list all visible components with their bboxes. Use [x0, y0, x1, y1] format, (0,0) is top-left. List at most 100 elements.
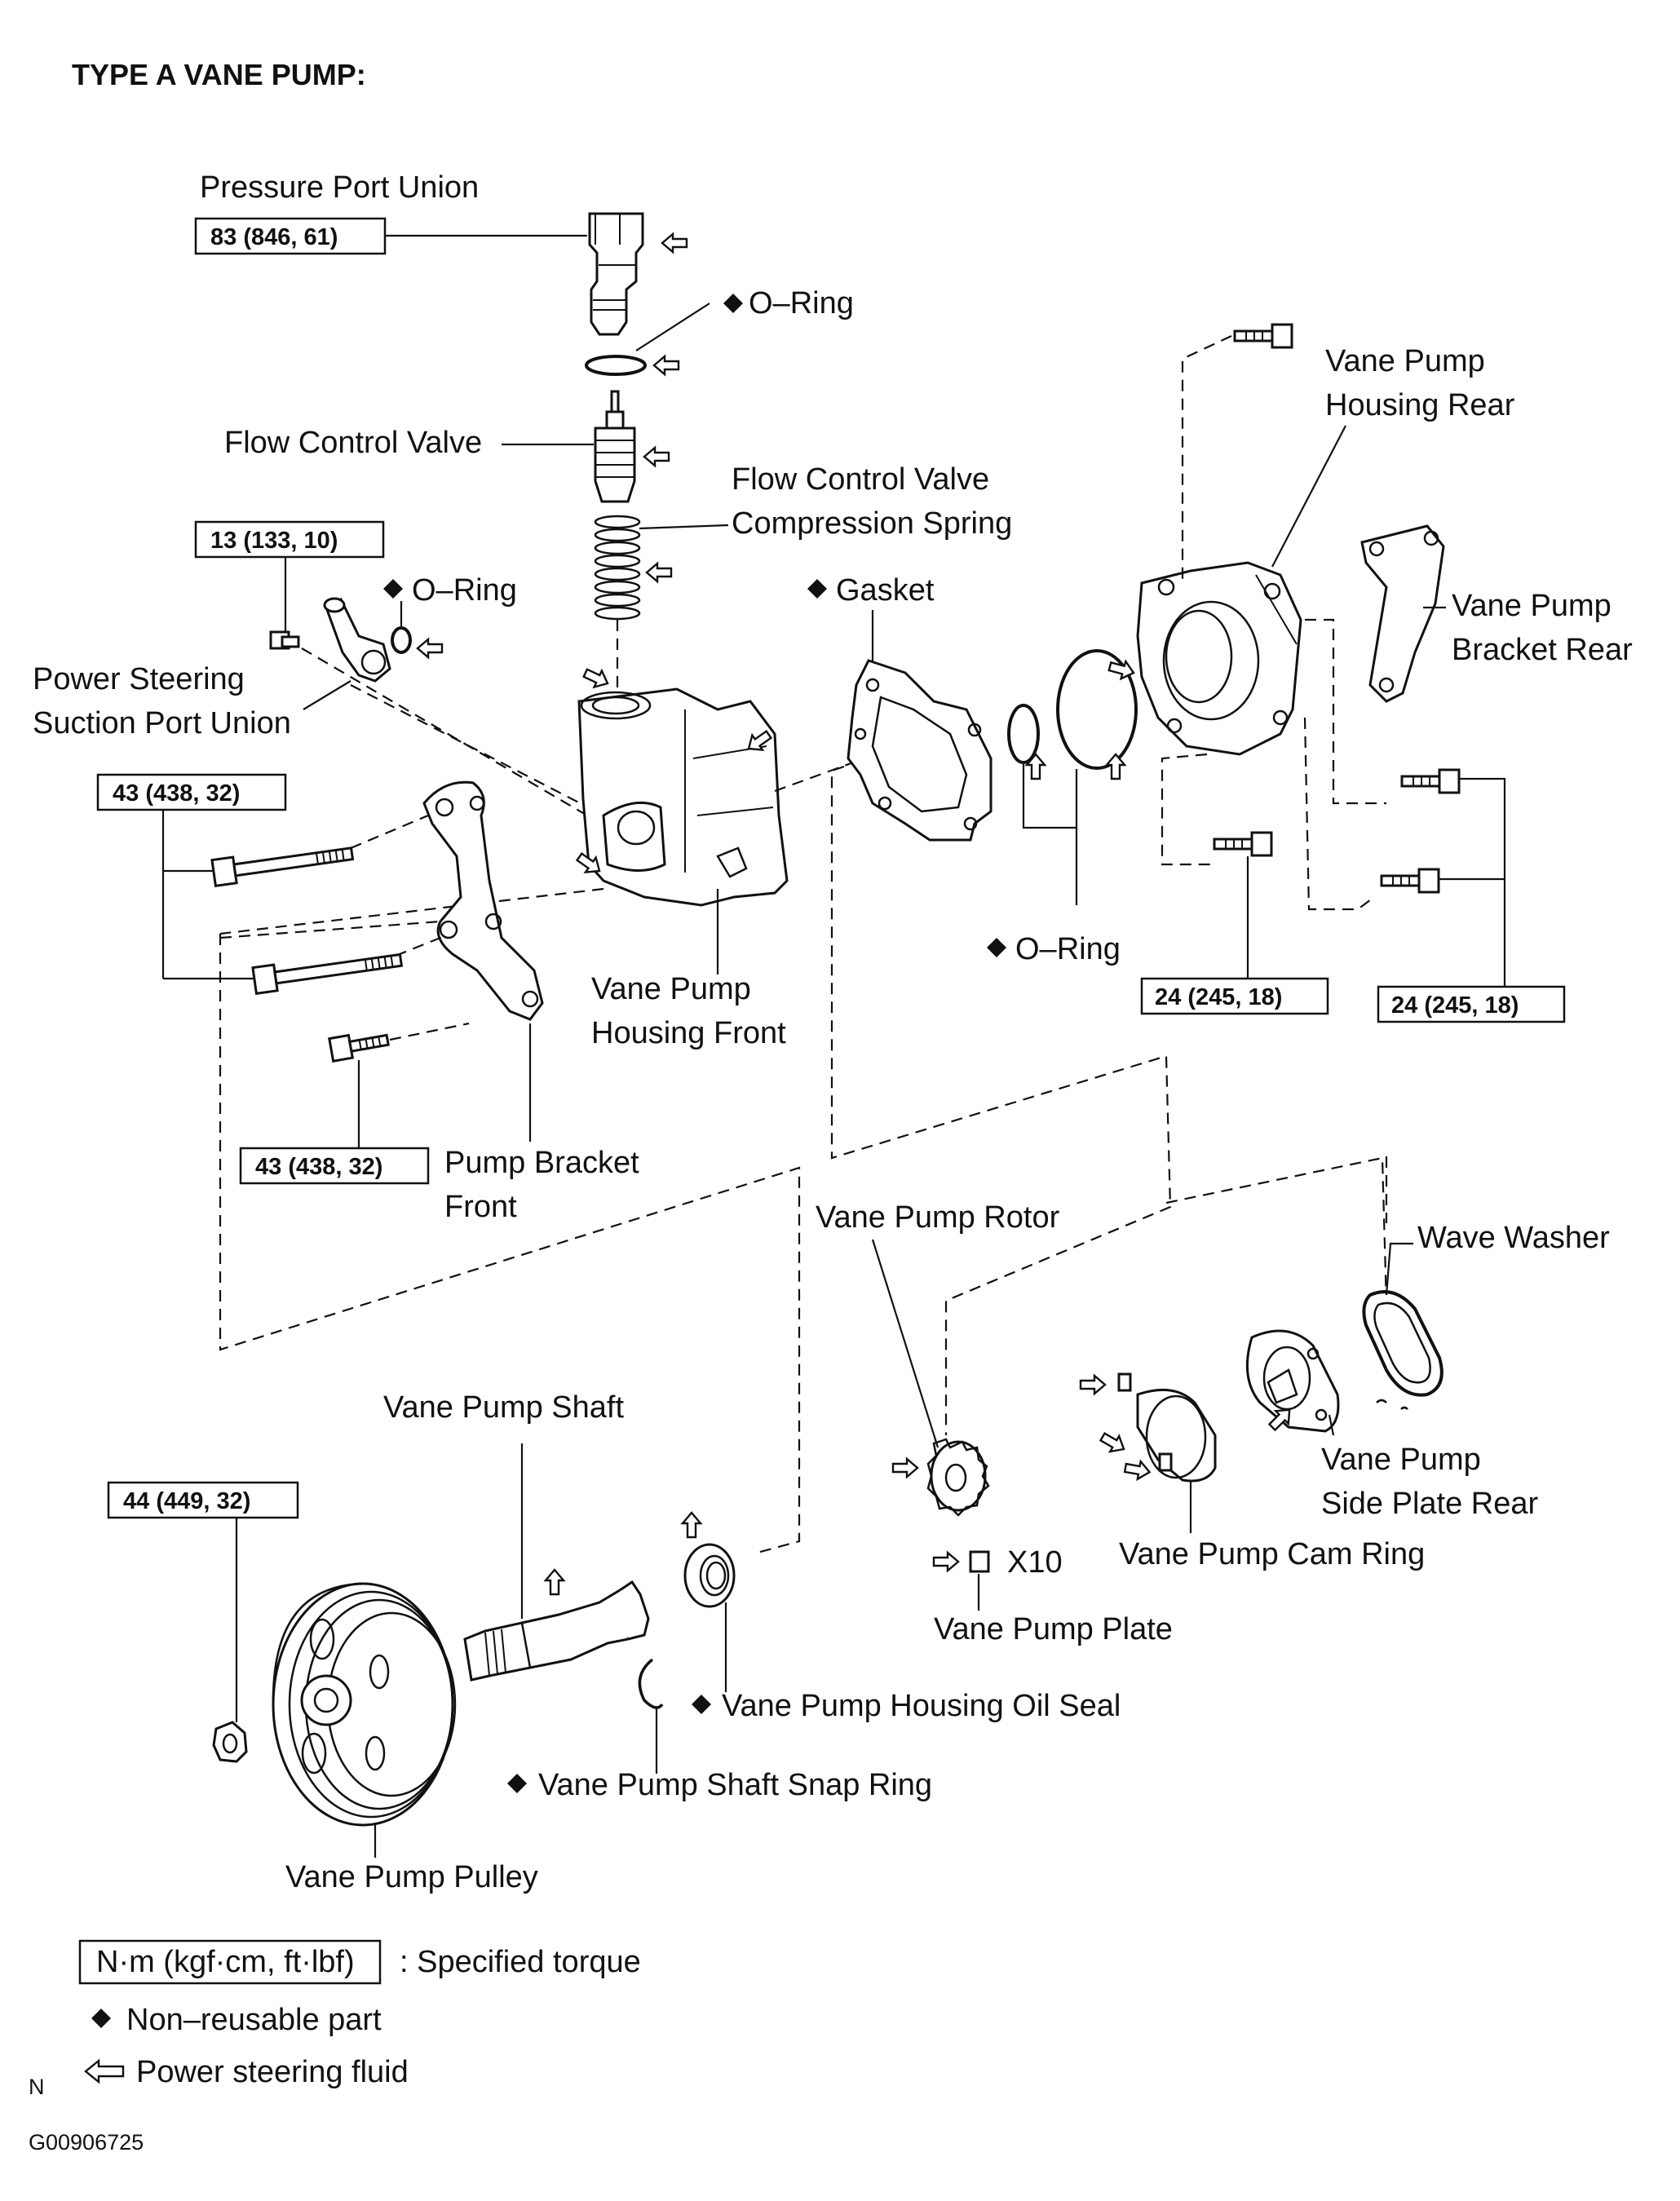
bracket-rear-label-1: Vane Pump — [1452, 589, 1611, 623]
fluid-arrow-icon — [652, 355, 680, 376]
wave-washer-part — [1362, 1290, 1443, 1410]
diamond-icon — [807, 579, 827, 599]
wave-washer-label: Wave Washer — [1417, 1221, 1610, 1255]
gasket-label: Gasket — [836, 573, 935, 608]
gasket-part — [847, 659, 993, 842]
diagram-title: TYPE A VANE PUMP: — [72, 58, 366, 91]
vane-pump-cam-ring-part — [1117, 1372, 1217, 1483]
rear-bolts-right-torque: 24 (245, 18) — [1391, 992, 1519, 1019]
housing-rear-label-1: Vane Pump — [1325, 344, 1485, 378]
bracket-front-label-2: Front — [444, 1190, 517, 1224]
side-plate-rear-label-2: Side Plate Rear — [1321, 1487, 1538, 1521]
fluid-arrow-icon — [1079, 1374, 1107, 1395]
bracket-front-label-1: Pump Bracket — [444, 1146, 639, 1180]
rear-bolt-center-torque-box — [1140, 977, 1329, 1015]
diamond-icon — [692, 1695, 711, 1714]
legend-torque-desc: : Specified torque — [400, 1945, 641, 1979]
housing-oil-seal-part — [683, 1543, 736, 1608]
suction-union-torque: 13 (133, 10) — [210, 528, 338, 554]
fcv-spring-label-2: Compression Spring — [732, 506, 1012, 541]
cam-ring-label: Vane Pump Cam Ring — [1119, 1537, 1425, 1571]
north-label: N — [29, 2075, 45, 2099]
diamond-icon — [507, 1774, 527, 1793]
shaft-snap-ring-part — [638, 1658, 664, 1709]
o-ring-upper-part — [585, 355, 647, 376]
pulley-label: Vane Pump Pulley — [285, 1860, 538, 1894]
flow-control-valve-part — [594, 390, 636, 503]
fluid-arrow-icon — [416, 638, 444, 659]
diamond-icon — [383, 579, 403, 599]
pressure-port-union-label: Pressure Port Union — [200, 170, 479, 205]
suction-union-label-2: Suction Port Union — [33, 706, 291, 740]
pulley-nut-torque: 44 (449, 32) — [123, 1488, 250, 1514]
fluid-arrow-icon — [1097, 1428, 1130, 1458]
rear-bolt-center-part — [1213, 831, 1273, 857]
side-plate-rear-label-1: Vane Pump — [1321, 1443, 1481, 1477]
fluid-arrow-icon — [1122, 1457, 1152, 1483]
pulley-nut-part — [212, 1721, 248, 1763]
vane-pump-side-plate-rear-part — [1245, 1329, 1340, 1433]
fluid-arrow-icon — [661, 232, 688, 254]
housing-rear-label-2: Housing Rear — [1325, 388, 1515, 422]
fluid-arrow-icon — [544, 1568, 565, 1596]
diamond-icon — [723, 294, 743, 313]
outline-arrow-icon — [84, 2058, 125, 2084]
rear-bolts-right-torque-box — [1377, 985, 1566, 1023]
suction-union-label-1: Power Steering — [33, 662, 245, 696]
pump-bracket-front-part — [422, 780, 544, 1021]
bracket-rear-label-2: Bracket Rear — [1452, 633, 1633, 667]
rear-top-bolt-part — [1233, 323, 1293, 349]
bracket-bolt-middle-part — [251, 952, 404, 996]
pressure-port-union-part — [588, 212, 644, 336]
housing-front-label-2: Housing Front — [591, 1016, 786, 1050]
vane-pump-housing-front-part — [577, 687, 789, 907]
legend-fluid: Power steering fluid — [136, 2055, 409, 2089]
legend-nonreusable: Non–reusable part — [126, 2003, 382, 2037]
plate-qty-label: X10 — [1007, 1545, 1063, 1580]
rear-bolt-right-upper-part — [1400, 768, 1461, 794]
housing-front-label-1: Vane Pump — [591, 972, 751, 1006]
compression-spring-part — [594, 515, 641, 621]
vane-pump-rotor-part — [926, 1438, 990, 1517]
o-ring-suction-label: O–Ring — [412, 573, 517, 608]
diamond-icon — [91, 2009, 111, 2028]
rear-bolt-right-lower-part — [1380, 868, 1440, 894]
pressure-union-torque: 83 (846, 61) — [210, 224, 338, 250]
o-ring-suction-part — [391, 626, 412, 654]
fluid-arrow-icon — [643, 446, 670, 467]
bracket-bolts-torque-box — [96, 773, 287, 811]
snap-ring-label: Vane Pump Shaft Snap Ring — [538, 1768, 932, 1802]
rear-bolt-center-torque: 24 (245, 18) — [1155, 984, 1282, 1010]
o-ring-large-part — [1056, 649, 1138, 770]
plate-label: Vane Pump Plate — [934, 1612, 1173, 1646]
pulley-nut-torque-box — [107, 1481, 299, 1519]
bracket-bolt-lower-torque-box — [239, 1147, 430, 1185]
bracket-bolt-lower-torque: 43 (438, 32) — [255, 1154, 382, 1180]
o-ring-upper-label: O–Ring — [749, 286, 854, 320]
bracket-bolt-upper-part — [210, 846, 355, 888]
suction-union-torque-box — [194, 520, 385, 559]
vane-pump-pulley-part — [272, 1582, 457, 1827]
diamond-icon — [987, 938, 1006, 957]
o-ring-small-part — [1007, 704, 1040, 764]
vane-pump-shaft-part — [463, 1580, 650, 1682]
fluid-arrow-icon — [891, 1457, 919, 1478]
fcv-spring-label-1: Flow Control Valve — [732, 462, 989, 497]
oil-seal-label: Vane Pump Housing Oil Seal — [722, 1689, 1121, 1723]
fluid-arrow-icon — [932, 1551, 960, 1572]
fluid-arrow-icon — [580, 664, 612, 693]
bracket-bolt-lower-part — [328, 1033, 390, 1063]
suction-port-union-part — [323, 597, 391, 683]
legend-torque-box — [78, 1939, 382, 1985]
bracket-bolts-torque: 43 (438, 32) — [113, 780, 240, 807]
vane-pump-plate-part — [969, 1550, 990, 1573]
legend-torque-box-text: N·m (kgf·cm, ft·lbf) — [96, 1945, 355, 1979]
shaft-label: Vane Pump Shaft — [383, 1390, 624, 1425]
fluid-arrow-icon — [681, 1511, 702, 1539]
vane-pump-bracket-rear-part — [1360, 524, 1445, 703]
rotor-label: Vane Pump Rotor — [816, 1200, 1060, 1235]
suction-union-bolt-part — [269, 630, 300, 650]
fluid-arrow-icon — [645, 562, 673, 583]
figure-code: G00906725 — [29, 2130, 144, 2155]
